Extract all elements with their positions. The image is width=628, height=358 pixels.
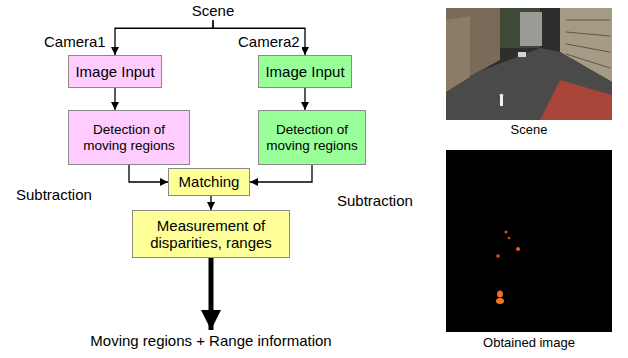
output-label: Moving regions + Range information (88, 332, 333, 349)
detected-blob (496, 298, 504, 304)
node-text: Detection of moving regions (263, 122, 361, 153)
process-box: Matching (168, 168, 250, 196)
image-caption: Obtained image (481, 336, 577, 351)
output-arrow (209, 258, 214, 330)
red-pavement (540, 80, 612, 120)
window-row (566, 44, 610, 52)
flow-arrow (114, 88, 115, 110)
edge-label: Camera2 (236, 33, 302, 50)
process-box: Image Input (258, 55, 352, 88)
flow-arrow (210, 196, 211, 210)
node-text: Image Input (265, 63, 344, 80)
detected-blob (496, 254, 500, 258)
detected-blob (508, 237, 511, 240)
detected-blob (497, 291, 503, 298)
window-row (566, 32, 610, 36)
detected-blob (516, 247, 520, 251)
flow-arrow (129, 165, 168, 182)
process-box: Measurement of disparities, ranges (132, 210, 290, 258)
edge-label: Subtraction (14, 186, 94, 203)
flow-arrow (213, 20, 305, 55)
obtained-image (446, 150, 612, 332)
car (518, 52, 526, 57)
process-box: Detection of moving regions (68, 110, 190, 165)
process-box: Detection of moving regions (258, 110, 366, 165)
flow-arrow (115, 20, 213, 55)
photo-ground (446, 8, 612, 120)
node-text: Image Input (75, 63, 154, 80)
node-text: Measurement of disparities, ranges (137, 217, 285, 252)
pavement (446, 48, 612, 120)
window-row (566, 20, 610, 21)
node-text: Detection of moving regions (73, 122, 185, 153)
detected-blob (504, 230, 507, 233)
node-text: Scene (192, 2, 235, 19)
far-building (520, 12, 542, 46)
node-text: Matching (179, 173, 240, 190)
edge-label: Subtraction (335, 192, 415, 209)
process-box: Image Input (68, 55, 162, 88)
person (500, 97, 503, 106)
image-ground (446, 150, 612, 332)
person-head (500, 94, 504, 98)
image-caption: Scene (509, 123, 550, 138)
node-text: Moving regions + Range information (90, 332, 331, 349)
flow-arrow (304, 88, 305, 110)
scene-photo (446, 8, 612, 120)
edge-label: Camera1 (42, 33, 108, 50)
source-label: Scene (190, 2, 237, 19)
flow-arrow (250, 165, 312, 182)
